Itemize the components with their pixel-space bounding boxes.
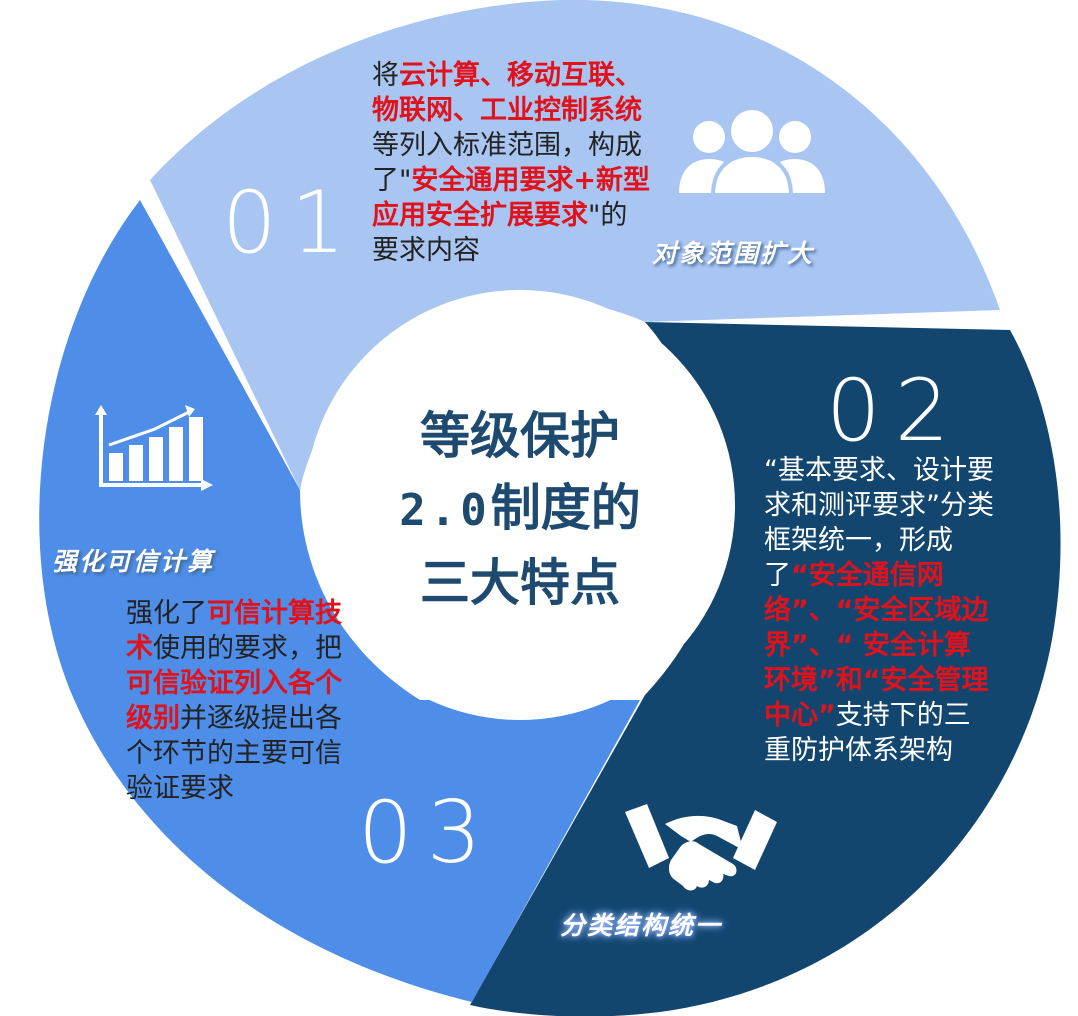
segment-01-number: 01 xyxy=(222,173,360,273)
segment-01-label: 对象范围扩大 xyxy=(652,239,815,268)
center-title-line-3: 三大特点 xyxy=(420,554,620,612)
segment-01-text: 将云计算、移动互联、物联网、工业控制系统等列入标准范围，构成了"安全通用要求+新… xyxy=(372,60,651,266)
center-title: 等级保护 2.0制度的 三大特点 xyxy=(360,400,680,619)
center-title-line-1: 等级保护 xyxy=(420,407,620,465)
segment-03 xyxy=(39,200,640,1002)
segment-02-text: “基本要求、设计要求和测评要求”分类框架统一，形成了“安全通信网络”、“安全区域… xyxy=(764,455,994,766)
center-title-line-2: 2.0制度的 xyxy=(399,479,641,537)
bar-chart-icon xyxy=(95,405,213,491)
segment-02-number: 02 xyxy=(826,361,964,461)
segment-03-number: 03 xyxy=(358,783,496,883)
segment-02 xyxy=(470,322,1061,1016)
handshake-icon xyxy=(625,804,777,891)
segment-03-label: 强化可信计算 xyxy=(52,547,215,576)
segment-02-label: 分类结构统一 xyxy=(560,911,723,940)
users-icon xyxy=(679,106,825,197)
segment-03-text: 强化了可信计算技术使用的要求，把可信验证列入各个级别并逐级提出各个环节的主要可信… xyxy=(126,598,342,804)
center-circle xyxy=(305,290,735,720)
